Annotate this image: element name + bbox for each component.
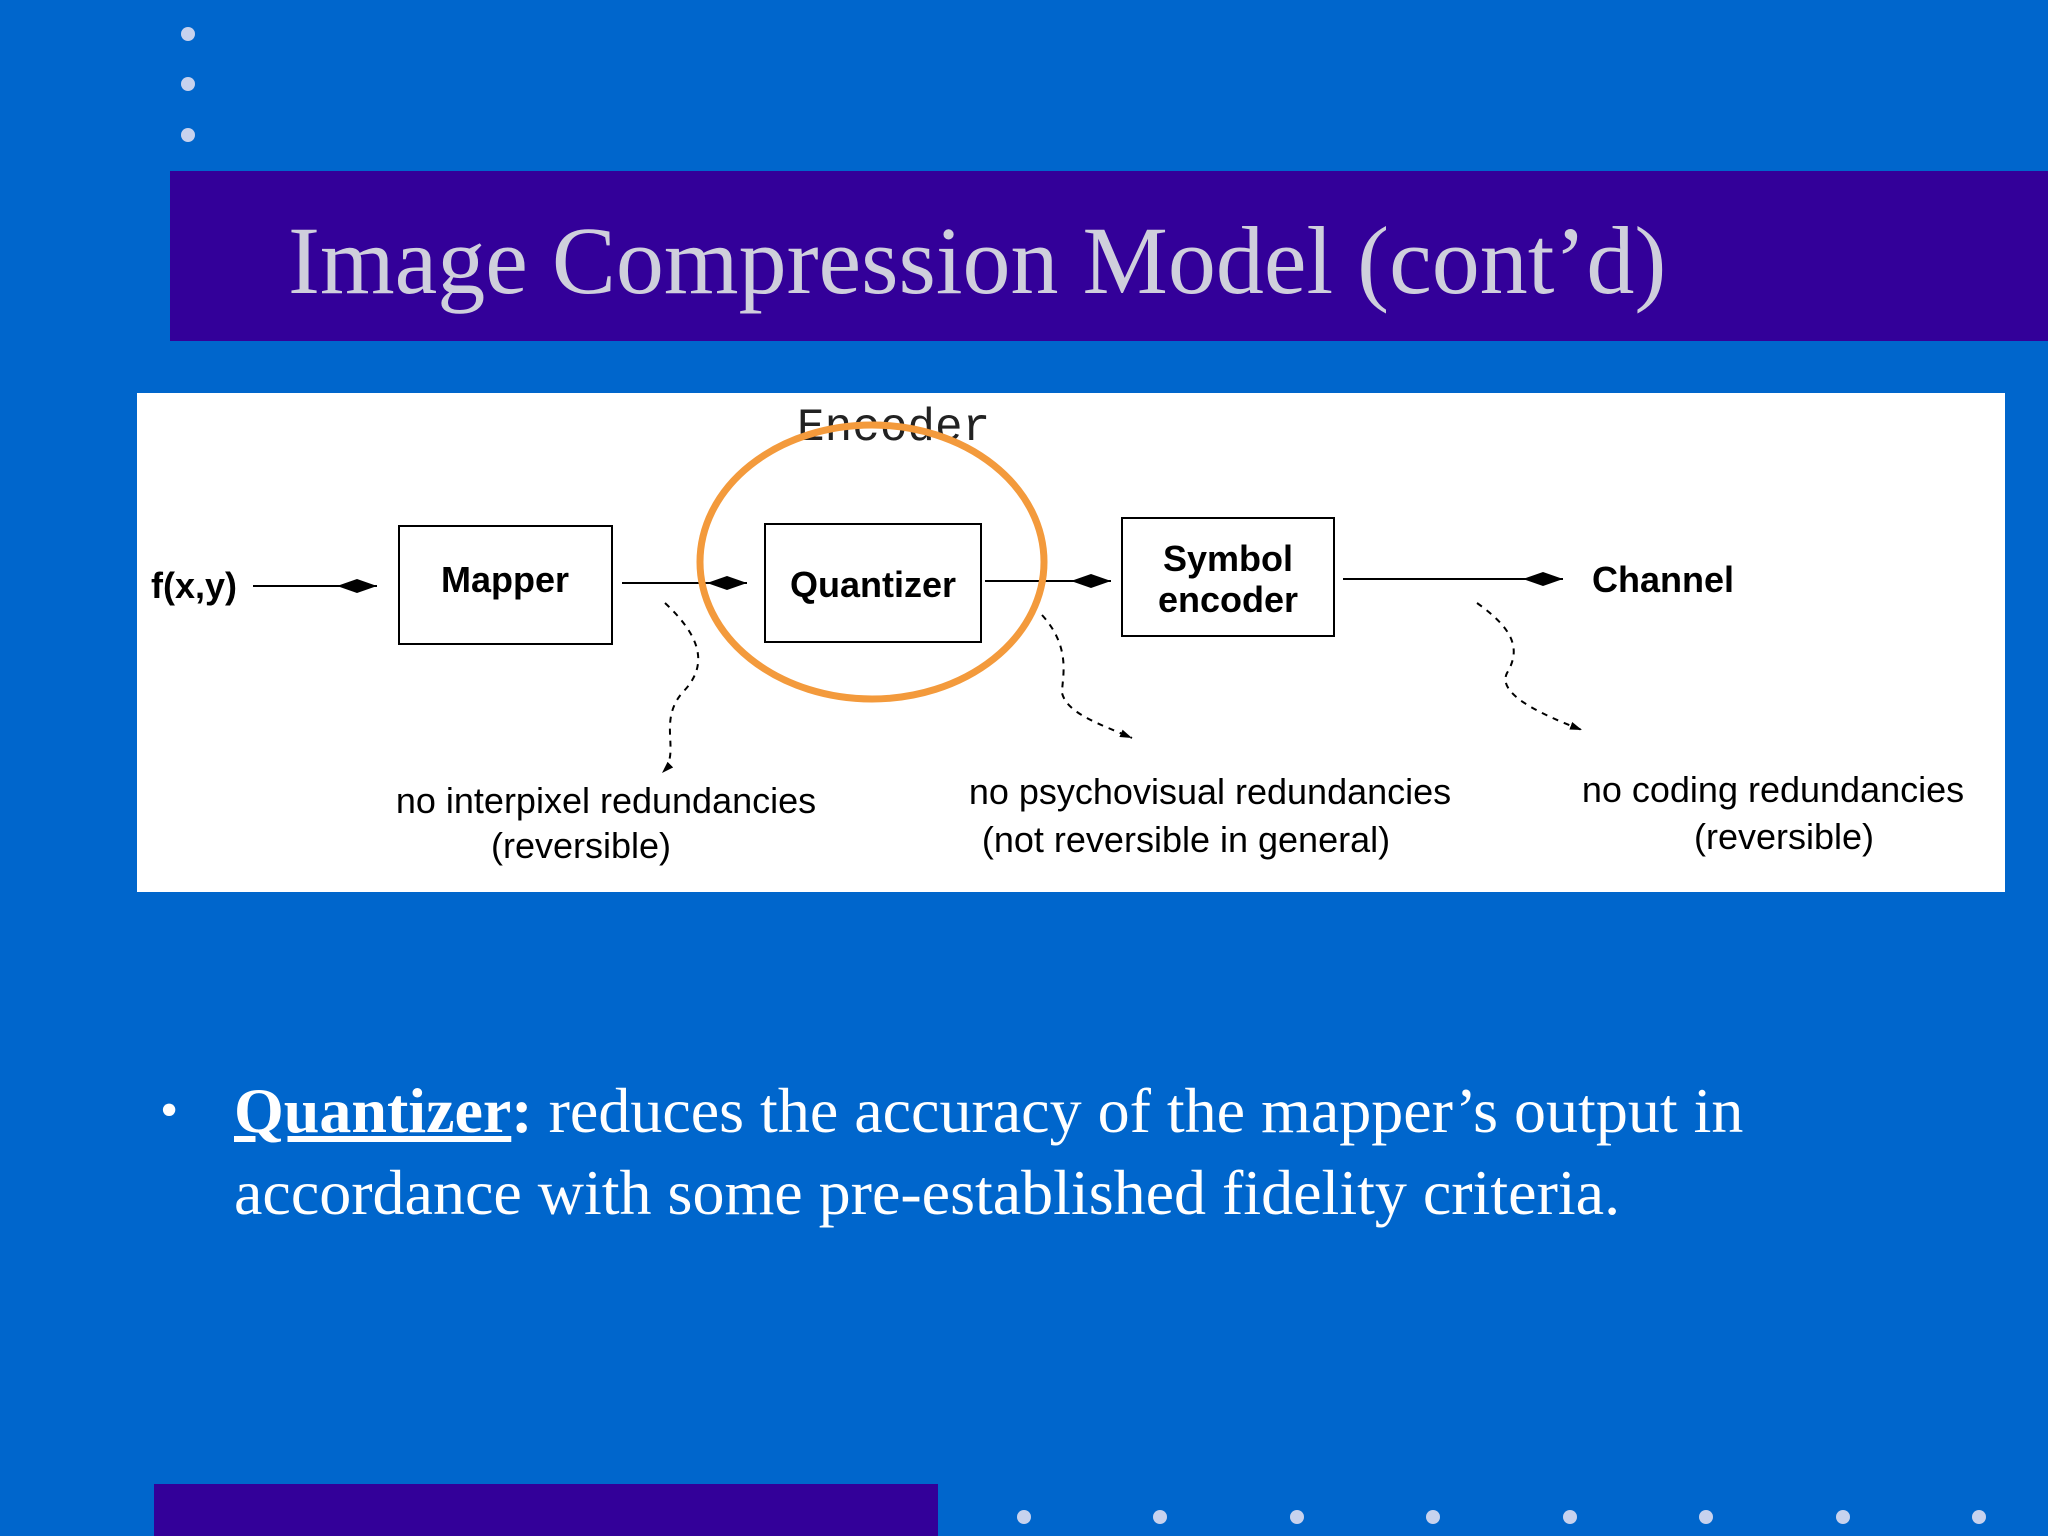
footer-bar [154, 1484, 938, 1536]
quantizer-highlight-circle [696, 421, 1048, 703]
quantizer-block [764, 523, 982, 643]
symbol-encoder-label-line1: Symbol [1163, 538, 1293, 579]
mapper-block [398, 525, 613, 645]
bullet-colon: : [511, 1075, 533, 1146]
bullet-description: reduces the accuracy of the mapper’s out… [234, 1075, 1744, 1228]
decor-dot-bottom-3 [1290, 1510, 1304, 1524]
slide-title: Image Compression Model (cont’d) [288, 207, 1667, 314]
input-label: f(x,y) [151, 565, 237, 606]
decor-dot-bottom-1 [1017, 1510, 1031, 1524]
dashed-arrow-mapper-note [661, 602, 700, 774]
mapper-note-line1: no interpixel redundancies [396, 780, 816, 821]
decor-dot-bottom-8 [1972, 1510, 1986, 1524]
decor-dot-top-3 [181, 128, 195, 142]
channel-label: Channel [1592, 559, 1734, 600]
bullet-term: Quantizer [234, 1075, 512, 1146]
encoder-note-line1: no coding redundancies [1582, 769, 1964, 810]
mapper-label: Mapper [441, 559, 569, 600]
bullet-text: Quantizer: reduces the accuracy of the m… [234, 1070, 1994, 1234]
title-bar: Image Compression Model (cont’d) [170, 171, 2048, 341]
quantizer-note-line2: (not reversible in general) [982, 819, 1390, 860]
bullet-dot-icon: • [160, 1082, 179, 1139]
symbol-encoder-block [1121, 517, 1335, 637]
quantizer-label: Quantizer [790, 564, 956, 605]
decor-dot-bottom-2 [1153, 1510, 1167, 1524]
dashed-arrow-encoder-note [1476, 602, 1583, 731]
dashed-arrow-quantizer-note [1041, 614, 1133, 739]
mapper-note-line2: (reversible) [491, 825, 671, 866]
decor-dot-top-1 [181, 27, 195, 41]
symbol-encoder-label-line2: encoder [1158, 579, 1298, 620]
decor-dot-bottom-6 [1699, 1510, 1713, 1524]
decor-dot-bottom-7 [1836, 1510, 1850, 1524]
encoder-diagram-svg: Encoder f(x,y) Mapper Quantizer Symbol e… [151, 402, 1964, 866]
decor-dot-bottom-5 [1563, 1510, 1577, 1524]
quantizer-note-line1: no psychovisual redundancies [969, 771, 1451, 812]
encoder-note-line2: (reversible) [1694, 816, 1874, 857]
decor-dot-bottom-4 [1426, 1510, 1440, 1524]
decor-dot-top-2 [181, 77, 195, 91]
encoder-diagram: Encoder f(x,y) Mapper Quantizer Symbol e… [137, 393, 2005, 892]
